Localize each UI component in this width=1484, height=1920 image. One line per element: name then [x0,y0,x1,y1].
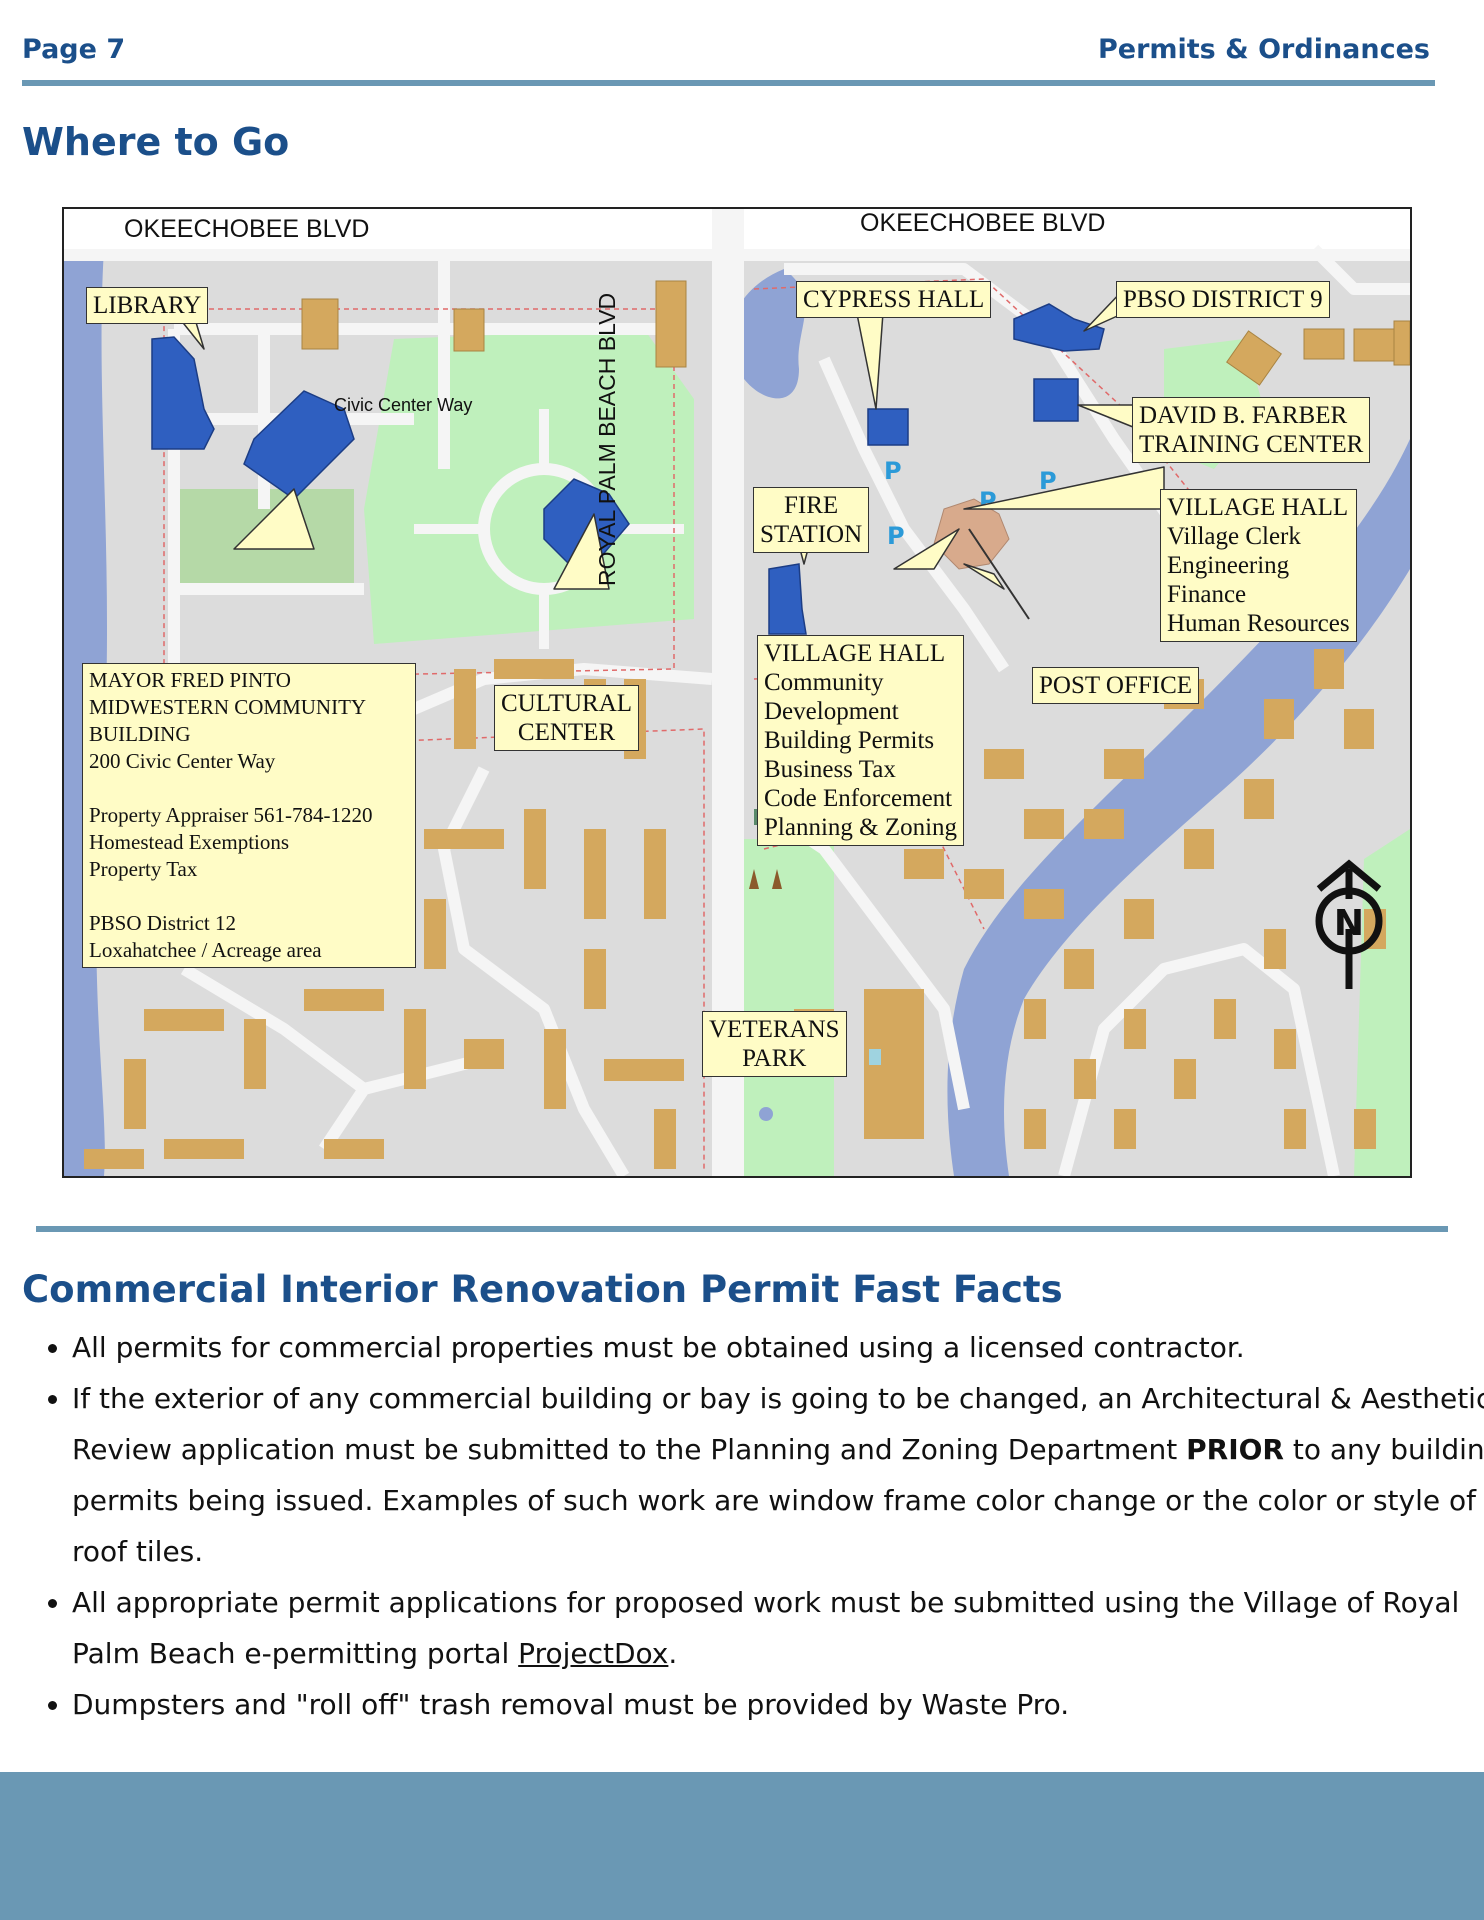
village-hall-admin-label: VILLAGE HALL Village Clerk Engineering F… [1160,489,1357,642]
library-label: LIBRARY [86,287,209,324]
pbso-district-9-label: PBSO DISTRICT 9 [1116,281,1330,318]
library-building [151,336,215,450]
section-divider [36,1226,1448,1232]
fast-facts-list: All permits for commercial properties mu… [22,1322,1484,1730]
list-item: Dumpsters and "roll off" trash removal m… [72,1679,1484,1730]
farber-building [1033,378,1079,422]
header-divider [22,80,1435,86]
section-title: Permits & Ordinances [1097,34,1430,65]
village-map: P P P P N OKEECHOBEE BLVD OKEECH [62,207,1412,1178]
village-hall-permits-label: VILLAGE HALL Community Development Build… [757,635,965,846]
street-okeechobee-west: OKEECHOBEE BLVD [124,215,370,243]
page-number: Page 7 [22,34,126,65]
cypress-hall-building [867,408,909,446]
pond [729,269,806,399]
street-civic-center-way: Civic Center Way [334,395,473,415]
list-item: All appropriate permit applications for … [72,1577,1484,1679]
projectdox-link[interactable]: ProjectDox [518,1637,669,1670]
cultural-center-building [543,478,630,565]
north-symbol: N [1334,903,1364,944]
parking-symbol: P [887,522,905,550]
list-item: If the exterior of any commercial buildi… [72,1373,1484,1577]
where-to-go-heading: Where to Go [22,120,290,164]
cypress-hall-label: CYPRESS HALL [796,281,992,318]
parking-symbol: P [884,457,902,485]
footer-band [0,1772,1484,1920]
midwestern-building-label: MAYOR FRED PINTO MIDWESTERN COMMUNITY BU… [82,663,416,968]
parking-symbol: P [1039,467,1057,495]
okeechobee-road [64,249,1410,261]
street-okeechobee-east: OKEECHOBEE BLVD [860,209,1106,237]
list-item: All permits for commercial properties mu… [72,1322,1484,1373]
midwestern-building [243,390,355,500]
fire-station-building [768,563,807,635]
fast-facts-heading: Commercial Interior Renovation Permit Fa… [22,1268,1063,1311]
pbso-building [1013,303,1105,352]
north-arrow [1315,859,1383,989]
parking-symbol: P [979,487,997,515]
post-office-label: POST OFFICE [1032,667,1200,704]
emphasis-prior: PRIOR [1186,1433,1284,1466]
